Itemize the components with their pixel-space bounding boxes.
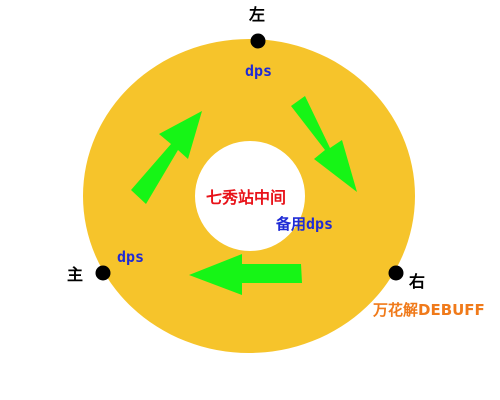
role-label-backup-dps: 备用dps: [276, 215, 334, 233]
role-label-left-dps: dps: [117, 248, 145, 266]
rotation-arrow-icon: [189, 254, 302, 295]
debuff-note: 万花解DEBUFF: [373, 301, 485, 319]
position-dot-right: [388, 265, 404, 281]
rotation-arrow-icon: [131, 111, 202, 204]
position-label-right: 右: [409, 272, 426, 291]
rotation-arrow-icon: [291, 96, 357, 192]
position-dot-left: [250, 33, 266, 49]
center-label: 七秀站中间: [206, 188, 287, 207]
position-label-main: 主: [67, 265, 84, 284]
position-label-left: 左: [249, 5, 266, 24]
role-label-top-dps: dps: [245, 62, 273, 80]
position-dot-main: [95, 265, 111, 281]
formation-ring: [83, 39, 415, 353]
